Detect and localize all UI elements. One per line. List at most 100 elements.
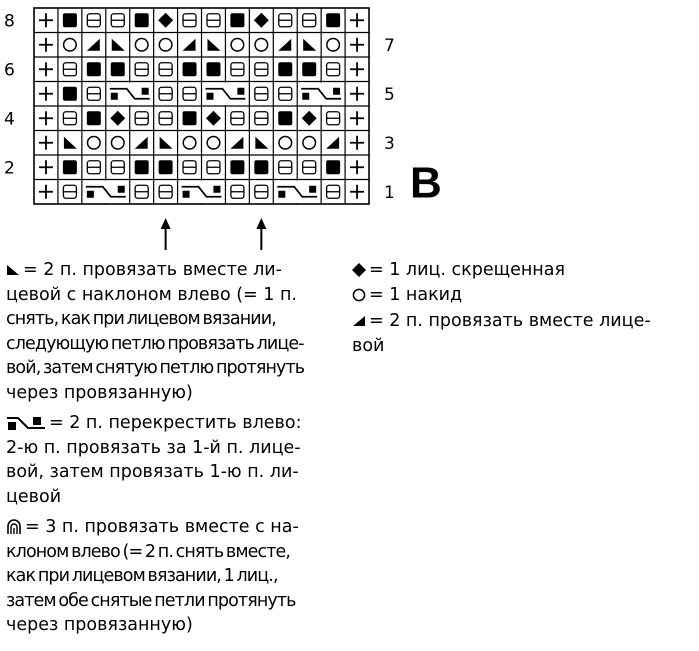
- row-number: 4: [4, 109, 15, 129]
- legend-text: затем обе снятые петли протянуть: [6, 590, 296, 611]
- legend-text: = 2 п. провязать вместе лице-: [369, 311, 651, 331]
- cross-left-symbol: [109, 87, 150, 100]
- left-slant-decrease-symbol: [63, 136, 77, 149]
- cross-left-symbol: [85, 185, 126, 198]
- edge-stitch-symbol: [38, 184, 53, 199]
- edge-stitch-symbol: [38, 111, 53, 126]
- knit-symbol: [158, 184, 173, 199]
- knit-symbol: [110, 160, 125, 175]
- legend-text: = 1 накид: [369, 284, 463, 305]
- yarn-over-symbol: [86, 135, 101, 150]
- knit-symbol: [134, 111, 149, 126]
- legend-text: вой: [352, 335, 385, 356]
- legend-text: = 1 лиц. скрещенная: [369, 260, 565, 280]
- twisted-knit-symbol: [301, 110, 317, 126]
- knit-symbol: [230, 111, 245, 126]
- purl-symbol: [86, 62, 101, 77]
- edge-stitch-symbol: [350, 111, 365, 126]
- edge-stitch-symbol: [38, 13, 53, 28]
- right-slant-decrease-symbol: [86, 38, 100, 51]
- edge-stitch-symbol: [350, 135, 365, 150]
- purl-symbol: [134, 13, 149, 28]
- knit-symbol: [158, 62, 173, 77]
- knit-symbol: [254, 184, 269, 199]
- legend-text: = 2 п. перекрестить влево:: [49, 413, 302, 433]
- legend-item-cross-left: = 2 п. перекрестить влево: 2-ю п. провяз…: [6, 411, 346, 509]
- left-slant-decrease-symbol: [255, 136, 269, 149]
- yarn-over-symbol: [254, 37, 269, 52]
- edge-stitch-symbol: [350, 184, 365, 199]
- purl-symbol: [230, 13, 245, 28]
- legend-text: = 2 п. провязать вместе ли-: [23, 260, 282, 280]
- knit-symbol: [254, 111, 269, 126]
- knit-symbol: [182, 160, 197, 175]
- legend-text: цевой: [6, 486, 62, 507]
- legend-text: вой, затем провязать 1-ю п. ли-: [6, 462, 299, 482]
- purl-symbol: [62, 160, 77, 175]
- yarn-over-symbol: [230, 37, 245, 52]
- legend-text: 2-ю п. провязать за 1-й п. лице-: [6, 437, 301, 458]
- cross-left-symbol: [277, 185, 318, 198]
- knit-symbol: [182, 13, 197, 28]
- left-slant-decrease-symbol: [159, 136, 173, 149]
- twisted-knit-symbol: [158, 12, 174, 28]
- knit-symbol: [325, 111, 341, 126]
- purl-symbol: [86, 111, 101, 126]
- knit-symbol: [86, 86, 101, 101]
- left-slant-decrease-symbol: [111, 38, 125, 51]
- knit-symbol: [158, 111, 173, 126]
- knit-symbol: [206, 13, 221, 28]
- purl-symbol: [278, 111, 293, 126]
- knit-symbol: [325, 184, 341, 199]
- cross-left-symbol: [301, 87, 342, 100]
- purl-symbol: [158, 160, 173, 175]
- knit-symbol: [62, 111, 78, 126]
- edge-stitch-symbol: [38, 86, 53, 101]
- yarn-over-symbol: [182, 135, 197, 150]
- edge-stitch-symbol: [350, 37, 365, 52]
- legend-item-circle: = 1 накид: [352, 283, 692, 308]
- left-slant-decrease-symbol: [303, 38, 317, 51]
- right-slant-decrease-symbol: [134, 136, 148, 149]
- right-slant-decrease-symbol: [182, 38, 196, 51]
- yarn-over-symbol: [134, 37, 149, 52]
- knit-symbol: [302, 13, 317, 28]
- purl-symbol: [134, 160, 149, 175]
- purl-symbol: [254, 160, 269, 175]
- twisted-knit-symbol: [110, 110, 126, 126]
- purl-symbol: [326, 160, 341, 175]
- knit-symbol: [86, 13, 101, 28]
- row-number: 8: [4, 11, 15, 31]
- legend-item-three-together: = 3 п. провязать вместе с на- клоном вле…: [6, 515, 346, 638]
- row-number: 5: [384, 85, 395, 105]
- right-slant-decrease-symbol: [326, 136, 340, 149]
- purl-symbol: [206, 62, 221, 77]
- purl-symbol: [182, 111, 197, 126]
- knit-symbol: [278, 160, 293, 175]
- purl-symbol: [182, 62, 197, 77]
- purl-symbol: [278, 62, 293, 77]
- arrow-icon: [256, 218, 267, 250]
- legend-text: как при лицевом вязании, 1 лиц.,: [6, 566, 279, 586]
- circle-icon: [352, 288, 366, 302]
- row-number: 2: [4, 158, 15, 178]
- purl-symbol: [302, 62, 317, 77]
- right-slant-decrease-symbol: [278, 38, 292, 51]
- left-slant-decrease-icon: [6, 264, 20, 276]
- right-slant-decrease-icon: [352, 315, 366, 327]
- edge-stitch-symbol: [38, 62, 53, 77]
- yarn-over-symbol: [206, 135, 221, 150]
- yarn-over-symbol: [158, 37, 173, 52]
- legend-text: через провязанную): [6, 615, 193, 635]
- knit-symbol: [62, 62, 78, 77]
- purl-symbol: [62, 86, 77, 101]
- diamond-icon: [352, 263, 366, 277]
- legend-text: через провязанную): [6, 382, 193, 403]
- row-number: 3: [384, 134, 395, 154]
- yarn-over-symbol: [302, 135, 317, 150]
- knit-symbol: [254, 62, 269, 77]
- knit-symbol: [206, 160, 221, 175]
- cross-left-symbol: [181, 185, 222, 198]
- knit-symbol: [230, 62, 245, 77]
